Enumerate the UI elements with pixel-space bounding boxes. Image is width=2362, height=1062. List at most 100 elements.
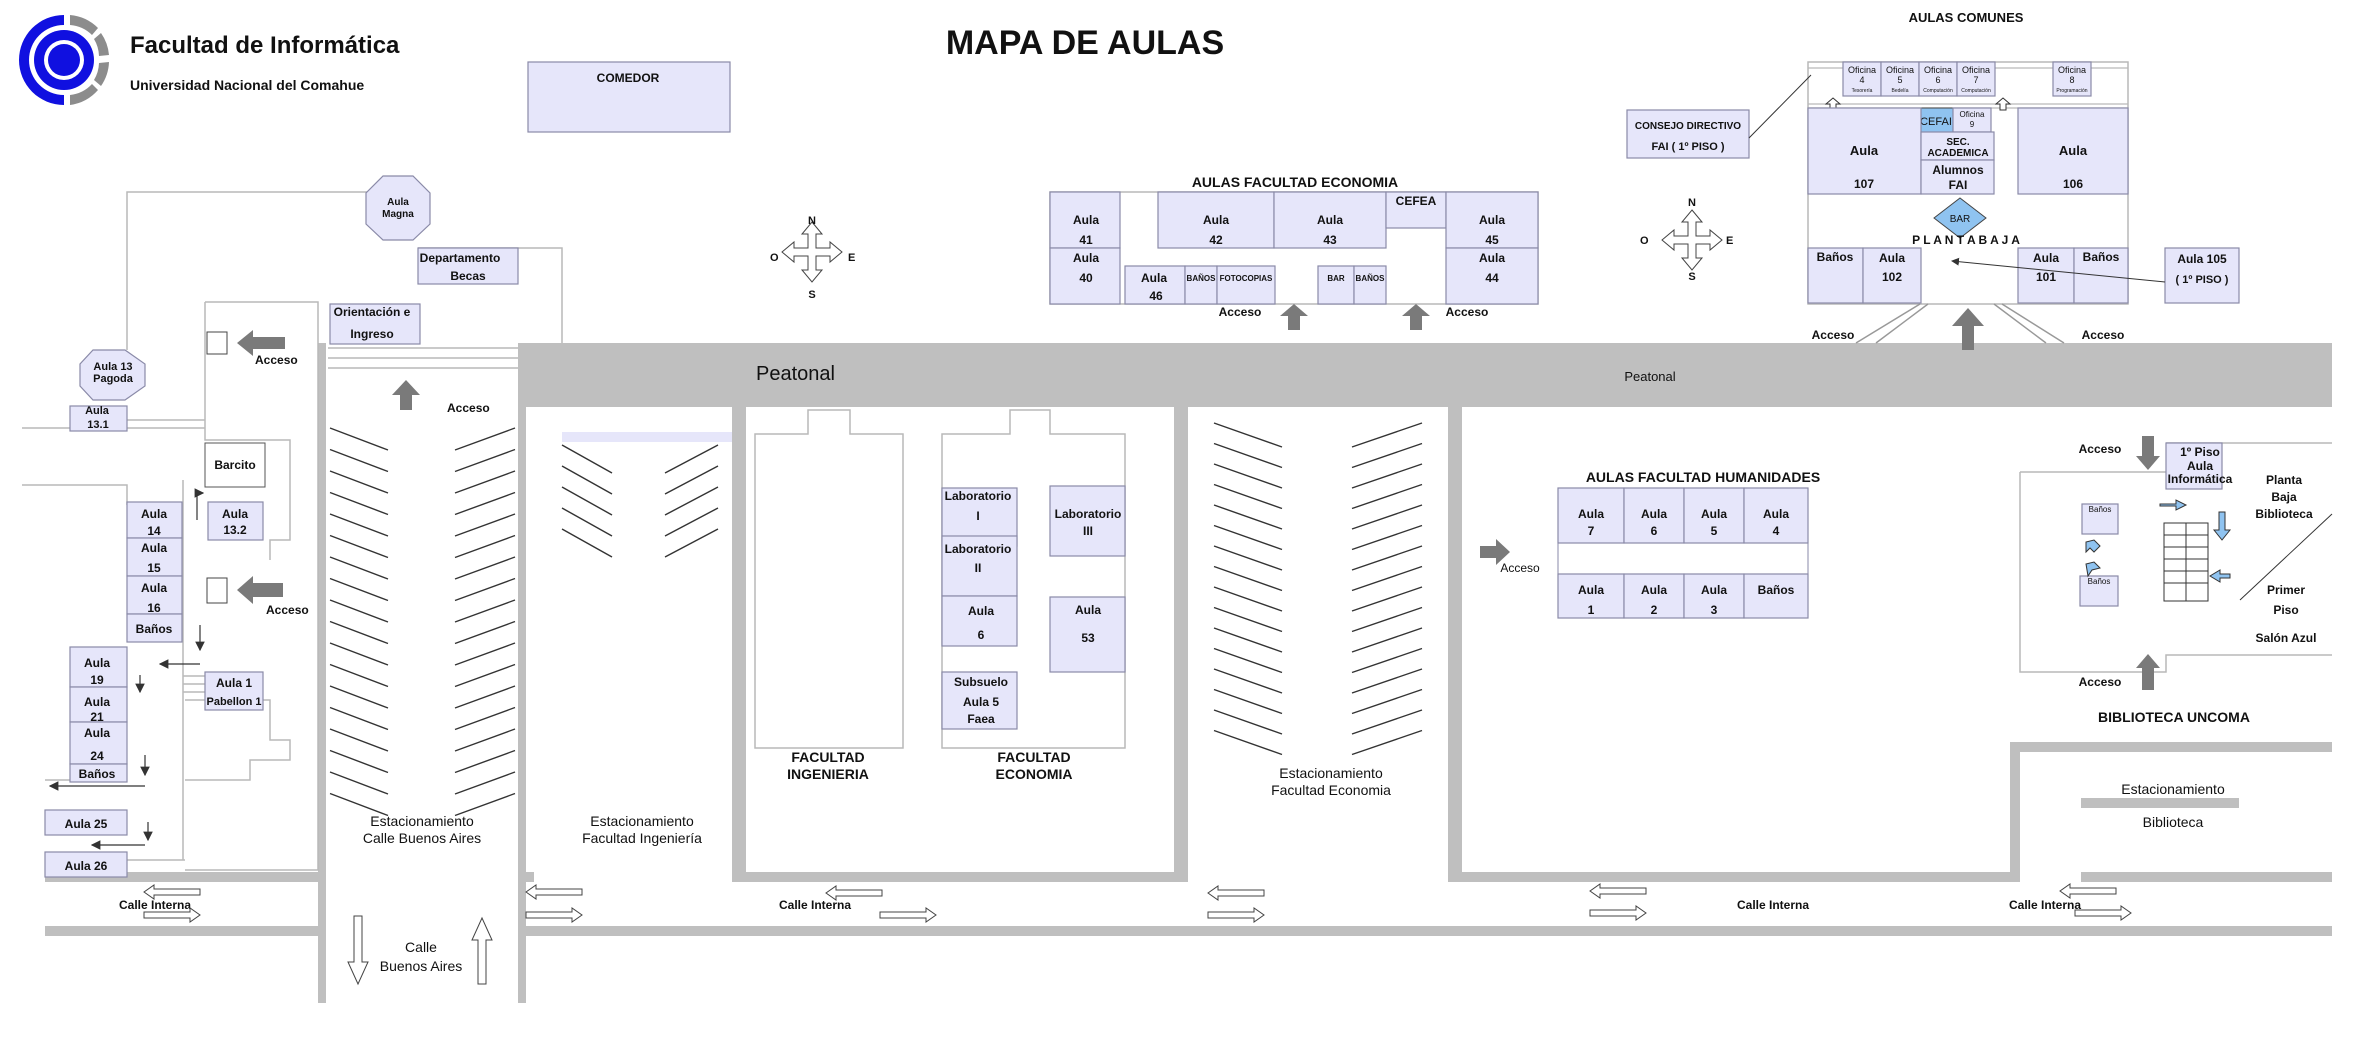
parking-stall-line bbox=[329, 513, 389, 537]
fotocopias-label: FOTOCOPIAS bbox=[1220, 274, 1273, 283]
traffic-arrows bbox=[143, 883, 2132, 923]
compass-o-2: O bbox=[1640, 235, 1649, 247]
parking-stall-line bbox=[329, 556, 389, 580]
aula-13-1-number: 13.1 bbox=[87, 419, 108, 431]
pagoda-label-1: Aula 13 bbox=[93, 361, 132, 373]
parking-stall-line bbox=[1351, 709, 1423, 735]
calle-interna-label-1: Calle Interna bbox=[119, 898, 191, 912]
traffic-arrow-icon bbox=[1207, 885, 1265, 901]
banos-eco-1: BAÑOS bbox=[1187, 274, 1217, 283]
parking-stall-line bbox=[1213, 422, 1283, 448]
west-sector-walls bbox=[22, 191, 563, 871]
alumnos-label-2: FAI bbox=[1949, 178, 1968, 192]
aula-53-label: Aula bbox=[1075, 603, 1101, 617]
aula-3-number: 3 bbox=[1711, 603, 1718, 617]
street-arrow-icon bbox=[471, 916, 493, 985]
aula-46-label: Aula bbox=[1141, 271, 1167, 285]
aula-6-economia bbox=[941, 595, 1018, 647]
traffic-arrow-icon bbox=[143, 884, 201, 900]
banos-comunes-2: Baños bbox=[2083, 250, 2120, 264]
aula-43-label: Aula bbox=[1317, 213, 1343, 227]
aula-24-label: Aula bbox=[84, 726, 110, 740]
ingenieria-building bbox=[754, 409, 904, 749]
traffic-arrow-icon bbox=[143, 907, 201, 923]
consejo-label-1: CONSEJO DIRECTIVO bbox=[1635, 121, 1741, 132]
humanidades-aulas bbox=[1557, 487, 1809, 619]
planta-baja-label: P L A N T A B A J A bbox=[1912, 233, 2020, 247]
peatonal-label-east: Peatonal bbox=[1624, 369, 1675, 384]
oficina-9-number: 9 bbox=[1970, 120, 1975, 129]
aula-53-number: 53 bbox=[1081, 631, 1095, 645]
oficina-8-desc: Programación bbox=[2056, 88, 2087, 94]
parking-stall-line bbox=[1213, 442, 1283, 469]
oficina-8-label: Oficina bbox=[2058, 65, 2086, 75]
aula-magna-label-1: Aula bbox=[387, 197, 409, 208]
flow-arrow-icon bbox=[2085, 539, 2101, 554]
compass-n-2: N bbox=[1688, 197, 1696, 209]
parking-stall-line bbox=[329, 577, 389, 602]
biblioteca-title: BIBLIOTECA UNCOMA bbox=[2098, 709, 2250, 725]
orientacion-ingreso bbox=[329, 303, 421, 345]
parking-stall-line bbox=[454, 599, 516, 623]
aula-107-label: Aula bbox=[1850, 143, 1879, 158]
laboratorio-2 bbox=[941, 535, 1018, 597]
parking-stall-line bbox=[329, 491, 389, 516]
aula-40-number: 40 bbox=[1079, 271, 1093, 285]
parking-stall-line bbox=[329, 599, 389, 623]
access-arrow-icon bbox=[237, 330, 285, 356]
bar-comunes bbox=[1933, 197, 1987, 239]
aula-106 bbox=[2017, 107, 2129, 195]
parking-stall-line bbox=[454, 534, 516, 559]
parking-stall-line bbox=[454, 577, 516, 602]
aula-41-number: 41 bbox=[1079, 233, 1093, 247]
est-bib-label-1: Estacionamiento bbox=[2121, 781, 2225, 797]
parking-stall-line bbox=[1351, 565, 1423, 592]
parking-stall-line bbox=[329, 663, 389, 688]
parking-stall-line bbox=[664, 528, 719, 558]
parking-stall-line bbox=[1351, 524, 1423, 551]
page-title: MAPA DE AULAS bbox=[946, 24, 1224, 62]
oficina-5-number: 5 bbox=[1897, 75, 1902, 85]
parking-stall-line bbox=[1351, 463, 1423, 489]
parking-stall-line bbox=[1213, 647, 1283, 674]
aula105-label-1: Aula 105 bbox=[2177, 252, 2227, 266]
aula-5-number: 5 bbox=[1711, 524, 1718, 538]
parking-stall-line bbox=[454, 642, 516, 666]
acceso-label-comunes-2: Acceso bbox=[2082, 328, 2125, 342]
aula-53 bbox=[1049, 596, 1126, 673]
west-room-column-2 bbox=[44, 646, 128, 878]
oficina-6-label: Oficina bbox=[1924, 65, 1952, 75]
aula-5-label: Aula bbox=[1701, 507, 1727, 521]
parking-stall-line bbox=[1351, 442, 1423, 469]
banos-bib-label-1: Baños bbox=[2089, 505, 2112, 514]
compass-e-1: E bbox=[848, 252, 855, 264]
aula-3-label: Aula bbox=[1701, 583, 1727, 597]
subsuelo-label-2: Aula 5 bbox=[963, 695, 999, 709]
aula-21-label: Aula bbox=[84, 695, 110, 709]
banos-biblioteca-2 bbox=[2079, 575, 2119, 607]
lab3-label-1: Laboratorio bbox=[1055, 507, 1122, 521]
aula-13-2-number: 13.2 bbox=[223, 523, 247, 537]
acceso-label-w3: Acceso bbox=[266, 603, 309, 617]
parking-stall-line bbox=[1351, 688, 1423, 715]
aula1-label-1: Aula 1 bbox=[216, 676, 252, 690]
parking-stall-line bbox=[454, 771, 516, 795]
faculty-name: Facultad de Informática bbox=[130, 32, 400, 59]
parking-stall-line bbox=[1351, 647, 1423, 674]
compass-o-1: O bbox=[770, 252, 779, 264]
compass-icon bbox=[781, 221, 843, 283]
parking-stall-line bbox=[1213, 463, 1283, 489]
primer-label-1: Primer bbox=[2267, 583, 2305, 597]
west-circulation-arrows bbox=[48, 488, 205, 850]
parking-stall-line bbox=[1213, 606, 1283, 633]
compass-icon bbox=[1661, 209, 1723, 271]
parking-stall-line bbox=[454, 685, 516, 709]
comedor-building bbox=[527, 61, 731, 133]
oficina-8-number: 8 bbox=[2069, 75, 2074, 85]
parking-stall-line bbox=[1213, 668, 1283, 694]
parking-stall-line bbox=[664, 507, 719, 537]
banos-west-1: Baños bbox=[136, 622, 173, 636]
aula-45-label: Aula bbox=[1479, 213, 1505, 227]
parking-stall-line bbox=[1213, 565, 1283, 592]
oficina-9 bbox=[1952, 107, 1992, 133]
